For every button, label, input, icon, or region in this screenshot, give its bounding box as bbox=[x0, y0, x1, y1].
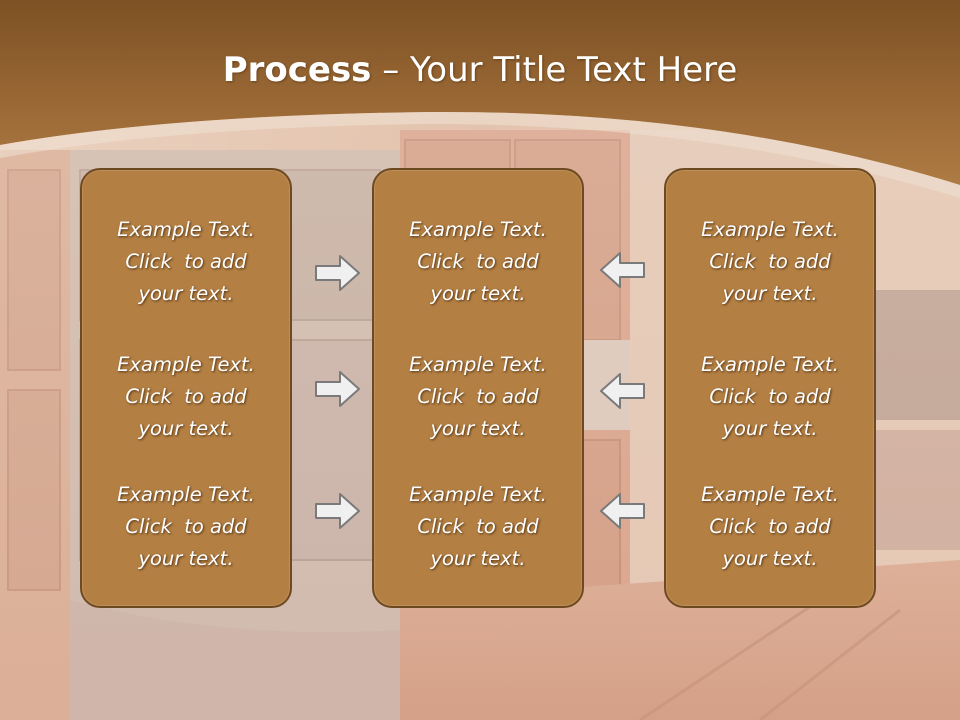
text-line: Example Text. bbox=[117, 218, 255, 241]
text-line: Example Text. bbox=[701, 353, 839, 376]
text-block[interactable]: Example Text. Click to add your text. bbox=[82, 479, 290, 575]
slide-title[interactable]: Process – Your Title Text Here bbox=[0, 50, 960, 90]
text-line: Click to add bbox=[125, 385, 247, 408]
text-block[interactable]: Example Text. Click to add your text. bbox=[374, 479, 582, 575]
text-line: your text. bbox=[722, 417, 818, 440]
text-line: Click to add bbox=[709, 385, 831, 408]
arrow-right-icon bbox=[315, 371, 360, 407]
text-line: your text. bbox=[722, 282, 818, 305]
text-block[interactable]: Example Text. Click to add your text. bbox=[82, 214, 290, 310]
process-box-right[interactable]: Example Text. Click to add your text. Ex… bbox=[664, 168, 876, 608]
text-line: Example Text. bbox=[701, 218, 839, 241]
text-block[interactable]: Example Text. Click to add your text. bbox=[82, 349, 290, 445]
text-line: your text. bbox=[430, 417, 526, 440]
text-line: Example Text. bbox=[117, 483, 255, 506]
text-block[interactable]: Example Text. Click to add your text. bbox=[374, 349, 582, 445]
text-block[interactable]: Example Text. Click to add your text. bbox=[374, 214, 582, 310]
text-line: your text. bbox=[138, 417, 234, 440]
arrow-right-icon bbox=[315, 493, 360, 529]
text-line: your text. bbox=[430, 282, 526, 305]
text-line: Example Text. bbox=[117, 353, 255, 376]
text-line: your text. bbox=[138, 547, 234, 570]
text-line: your text. bbox=[430, 547, 526, 570]
text-line: your text. bbox=[138, 282, 234, 305]
text-line: Click to add bbox=[417, 250, 539, 273]
text-line: Click to add bbox=[417, 515, 539, 538]
text-line: Click to add bbox=[125, 515, 247, 538]
text-line: Example Text. bbox=[409, 218, 547, 241]
title-bold: Process bbox=[222, 50, 372, 90]
arrow-right-icon bbox=[315, 255, 360, 291]
text-block[interactable]: Example Text. Click to add your text. bbox=[666, 214, 874, 310]
text-line: Click to add bbox=[417, 385, 539, 408]
process-box-left[interactable]: Example Text. Click to add your text. Ex… bbox=[80, 168, 292, 608]
text-line: Example Text. bbox=[409, 483, 547, 506]
text-line: Click to add bbox=[709, 250, 831, 273]
text-line: Example Text. bbox=[701, 483, 839, 506]
text-line: Click to add bbox=[709, 515, 831, 538]
title-rest: – Your Title Text Here bbox=[371, 50, 738, 90]
arrow-left-icon bbox=[600, 373, 645, 409]
text-line: your text. bbox=[722, 547, 818, 570]
text-line: Click to add bbox=[125, 250, 247, 273]
text-block[interactable]: Example Text. Click to add your text. bbox=[666, 479, 874, 575]
text-line: Example Text. bbox=[409, 353, 547, 376]
arrow-left-icon bbox=[600, 493, 645, 529]
arrow-left-icon bbox=[600, 252, 645, 288]
text-block[interactable]: Example Text. Click to add your text. bbox=[666, 349, 874, 445]
process-box-center[interactable]: Example Text. Click to add your text. Ex… bbox=[372, 168, 584, 608]
